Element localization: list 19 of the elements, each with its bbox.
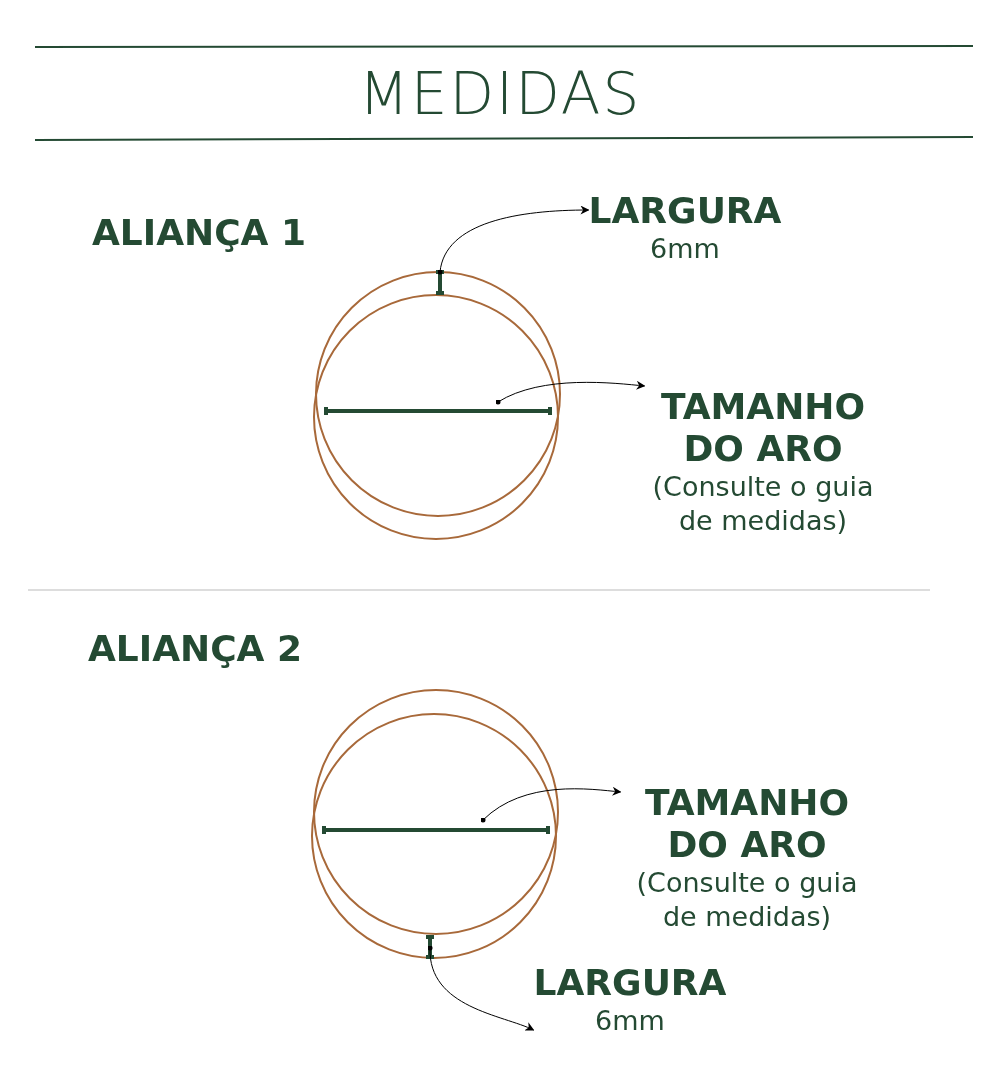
measure-value: 6mm [594,1004,666,1038]
measure-value: (Consulte o guia de medidas) [635,866,859,934]
dimension-line [320,826,552,834]
arrow [427,945,535,1031]
measure-label: LARGURA [588,190,782,232]
dimension-line [436,268,444,297]
dimension-line [426,933,434,961]
measure-label: TAMANHO DO ARO [659,386,867,470]
arrow [437,205,590,275]
section-heading: ALIANÇA 2 [88,628,303,669]
measure-label: TAMANHO DO ARO [643,782,851,866]
measure-value: 6mm [649,232,721,266]
dimension-line [322,407,554,415]
measure-value: (Consulte o guia de medidas) [651,470,875,538]
arrow [480,786,622,823]
title: MEDIDAS [357,59,643,130]
measure-label: LARGURA [533,962,727,1004]
arrow [495,380,646,405]
section-heading: ALIANÇA 1 [92,212,307,253]
